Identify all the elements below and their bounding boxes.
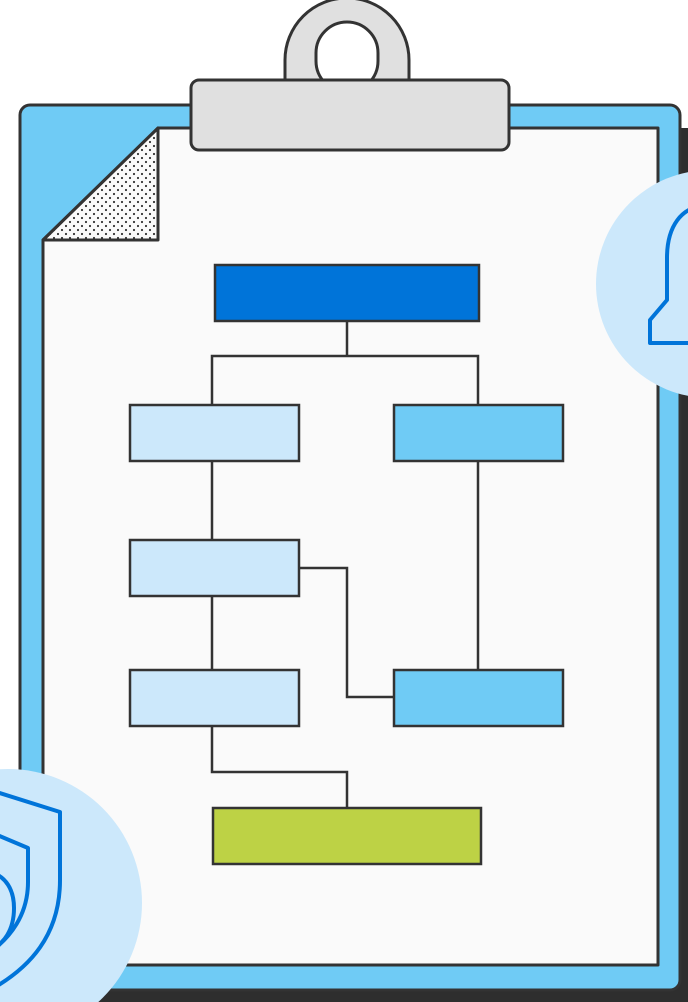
flowchart-box-left-1 [130,405,299,461]
flowchart-box-left-2 [130,540,299,596]
flowchart-box-bottom [213,808,481,864]
flowchart-box-left-3 [130,670,299,726]
clip-base [191,80,509,150]
flowchart-box-right-2 [394,670,563,726]
flowchart-box-right-1 [394,405,563,461]
flowchart-box-top [215,265,479,321]
